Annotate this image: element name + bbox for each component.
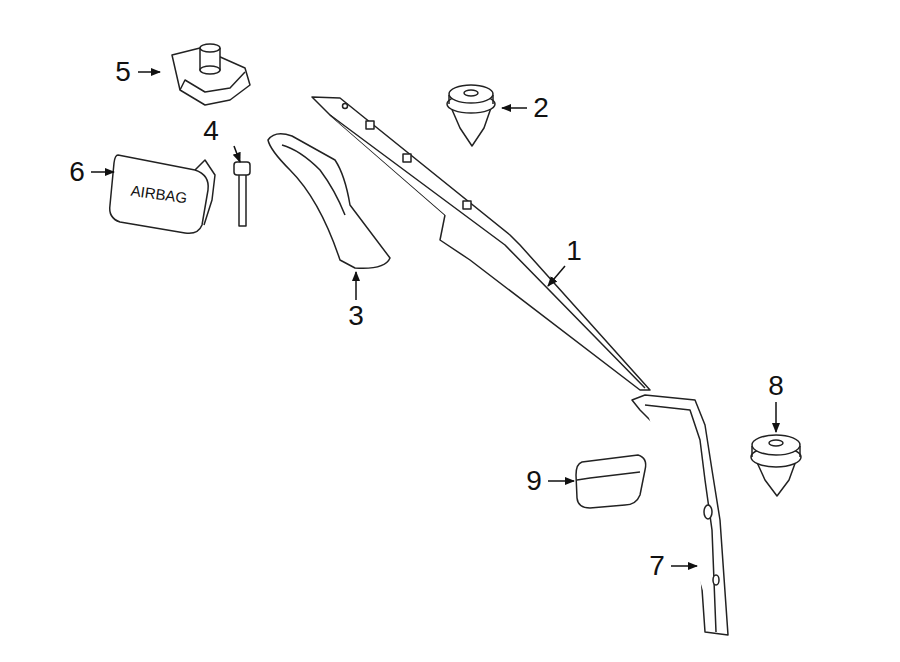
callout-number: 2 (533, 94, 549, 122)
a-pillar-lower-trim (268, 134, 390, 269)
callout-number: 5 (115, 58, 131, 86)
callout-number: 4 (203, 117, 219, 145)
callout-number: 6 (69, 158, 85, 186)
clip-nut (172, 44, 250, 105)
push-pin (751, 435, 801, 496)
airbag-cover (110, 155, 215, 233)
plug (576, 455, 646, 508)
b-pillar-lower-trim (632, 395, 728, 635)
callout-number: 1 (566, 237, 582, 265)
bolt (234, 162, 250, 226)
push-pin (447, 85, 495, 146)
pillar-trim (312, 97, 650, 390)
callout-number: 9 (526, 467, 542, 495)
callout-number: 3 (348, 302, 364, 330)
callout-number: 8 (768, 372, 784, 400)
leader-arrows (91, 72, 776, 566)
callout-number: 7 (649, 552, 665, 580)
